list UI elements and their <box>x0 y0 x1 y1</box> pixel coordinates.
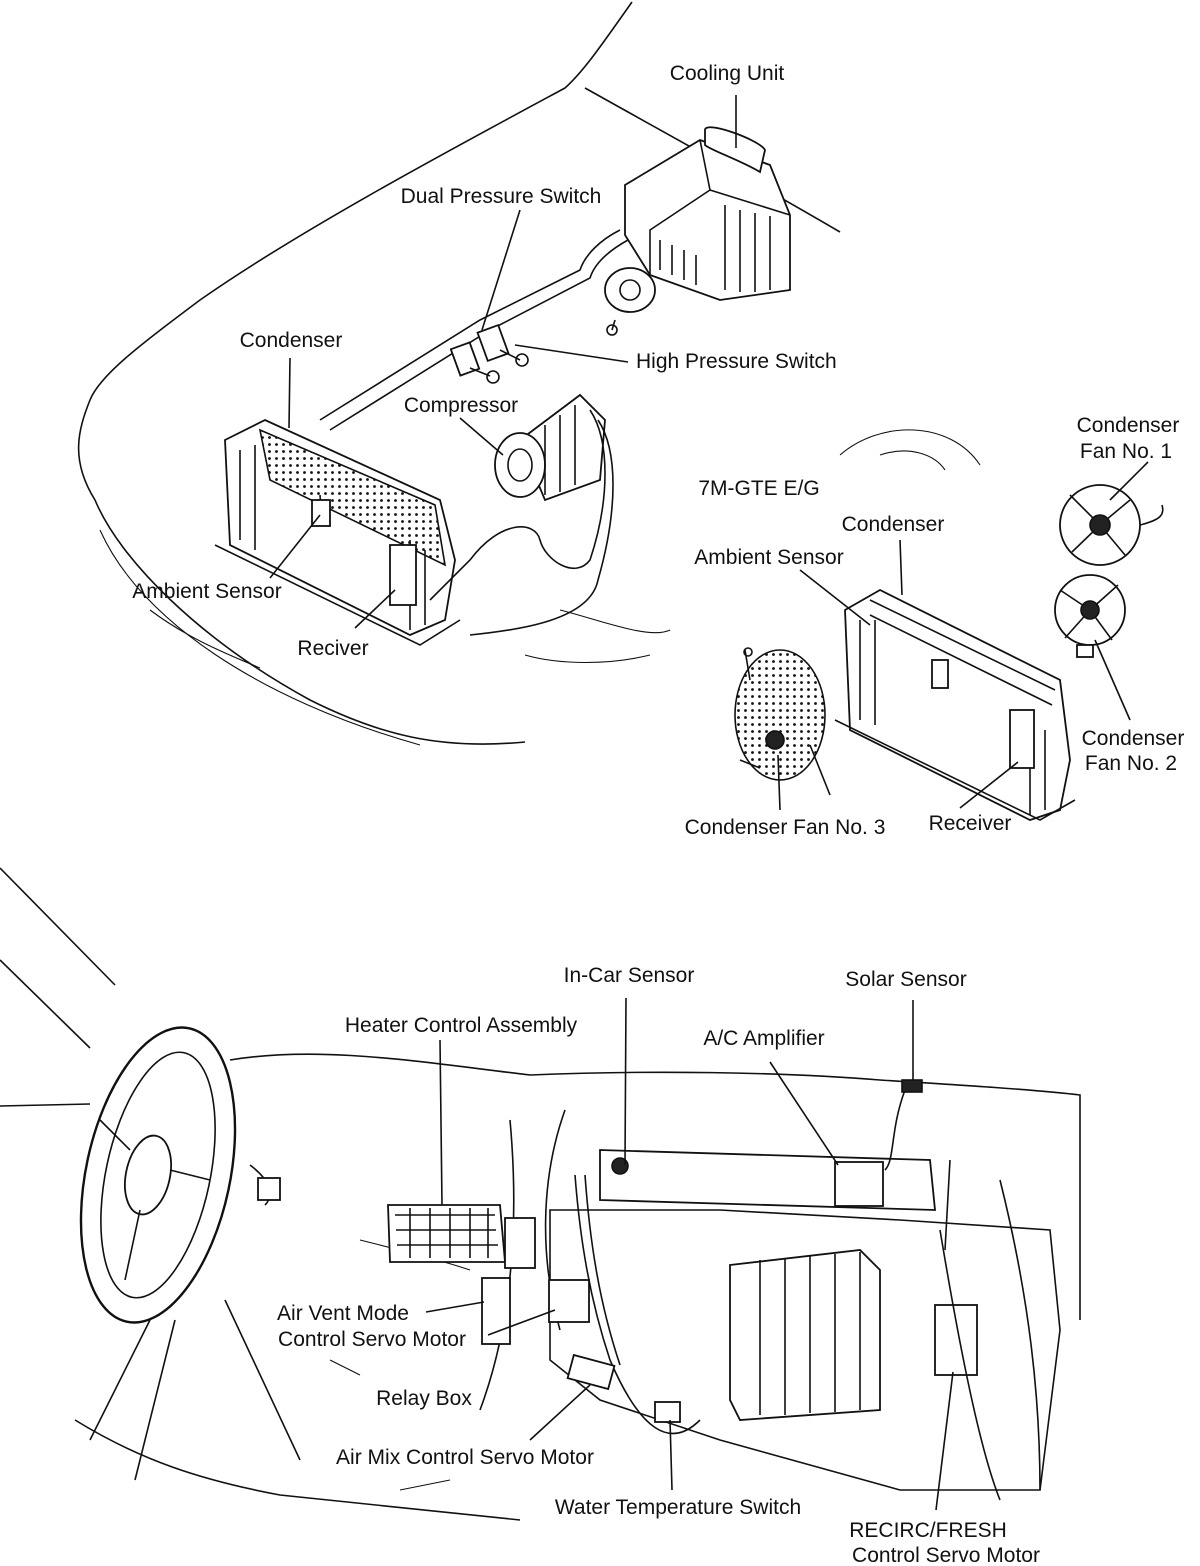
label-high-pressure-switch: High Pressure Switch <box>636 350 837 373</box>
label-ambient-sensor-right: Ambient Sensor <box>694 546 843 569</box>
label-condenser-fan-2-line2: Fan No. 2 <box>1085 752 1177 775</box>
label-relay-box: Relay Box <box>376 1387 472 1410</box>
pressure-switches-drawing <box>449 323 529 384</box>
condenser-fan-1-drawing <box>1059 484 1164 566</box>
label-cooling-unit: Cooling Unit <box>670 62 785 85</box>
label-condenser-top: Condenser <box>240 329 343 352</box>
condenser-fan-2-drawing <box>1054 574 1126 658</box>
label-air-vent-line2: Control Servo Motor <box>278 1328 466 1351</box>
label-ambient-sensor-left: Ambient Sensor <box>132 580 281 603</box>
leader-lines <box>269 95 1149 1511</box>
label-condenser-fan-2-line1: Condenser <box>1082 727 1185 750</box>
label-condenser-fan-1-line2: Fan No. 1 <box>1080 440 1172 463</box>
label-recirc-line1: RECIRC/FRESH <box>849 1519 1007 1542</box>
compressor-drawing <box>429 393 614 636</box>
condenser-fan-3-drawing <box>734 647 831 796</box>
interior-outline <box>0 867 1081 1521</box>
steering-wheel-drawing <box>79 1026 301 1481</box>
label-engine-variant: 7M-GTE E/G <box>698 477 819 500</box>
engine-variant-arc <box>839 429 981 466</box>
label-in-car-sensor: In-Car Sensor <box>564 964 695 987</box>
label-water-temp-switch: Water Temperature Switch <box>555 1496 801 1519</box>
label-air-mix-servo: Air Mix Control Servo Motor <box>336 1446 594 1469</box>
label-condenser-fan-1-line1: Condenser <box>1077 414 1180 437</box>
engine-bay-outline <box>77 1 841 746</box>
condenser-right-drawing <box>834 588 1076 821</box>
label-heater-control-assembly: Heater Control Assembly <box>345 1014 578 1037</box>
hvac-assembly-drawing <box>481 1079 1061 1501</box>
label-air-vent-line1: Air Vent Mode <box>277 1302 409 1325</box>
engine-variant-arc-inner <box>879 450 946 471</box>
label-dual-pressure-switch: Dual Pressure Switch <box>401 185 602 208</box>
cooling-unit-drawing <box>319 126 791 431</box>
label-receiver: Receiver <box>929 812 1012 835</box>
label-reciver: Reciver <box>297 637 368 660</box>
heater-control-assembly-drawing <box>387 1204 536 1269</box>
label-condenser-fan-3: Condenser Fan No. 3 <box>685 816 886 839</box>
label-condenser-right: Condenser <box>842 513 945 536</box>
label-solar-sensor: Solar Sensor <box>845 968 966 991</box>
label-recirc-line2: Control Servo Motor <box>852 1544 1040 1566</box>
label-compressor: Compressor <box>404 394 518 417</box>
label-ac-amplifier: A/C Amplifier <box>703 1027 824 1050</box>
condenser-left-drawing <box>214 419 461 646</box>
